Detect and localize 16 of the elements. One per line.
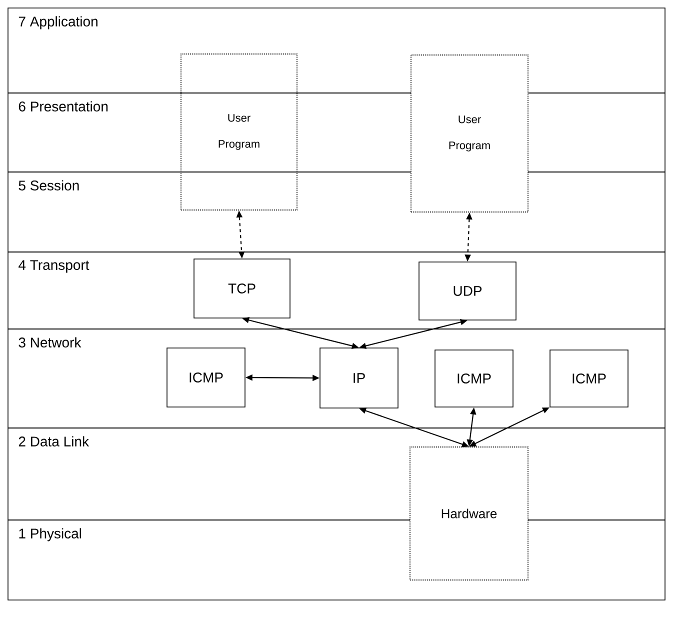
protocol-box: IP bbox=[320, 348, 398, 408]
protocol-box: ICMP bbox=[166, 348, 246, 408]
program-box: User Program bbox=[410, 54, 528, 212]
layer-label: 5 Session bbox=[18, 180, 79, 190]
protocol-box: ICMP bbox=[550, 350, 628, 408]
hardware-box: Hardware bbox=[410, 446, 528, 580]
layer-label: 4 Transport bbox=[18, 260, 90, 273]
layer-label: 3 Network bbox=[18, 337, 82, 348]
layer-label: 1 Physical bbox=[19, 528, 82, 542]
protocol-box: TCP bbox=[194, 258, 290, 318]
protocol-box: UDP bbox=[418, 262, 516, 320]
layer-label: 2 Data Link bbox=[18, 436, 90, 446]
layer-label: 7 Application bbox=[18, 16, 98, 30]
layer-label: 6 Presentation bbox=[18, 101, 108, 112]
protocol-box: ICMP bbox=[434, 350, 514, 408]
program-box: User Program bbox=[180, 54, 298, 210]
